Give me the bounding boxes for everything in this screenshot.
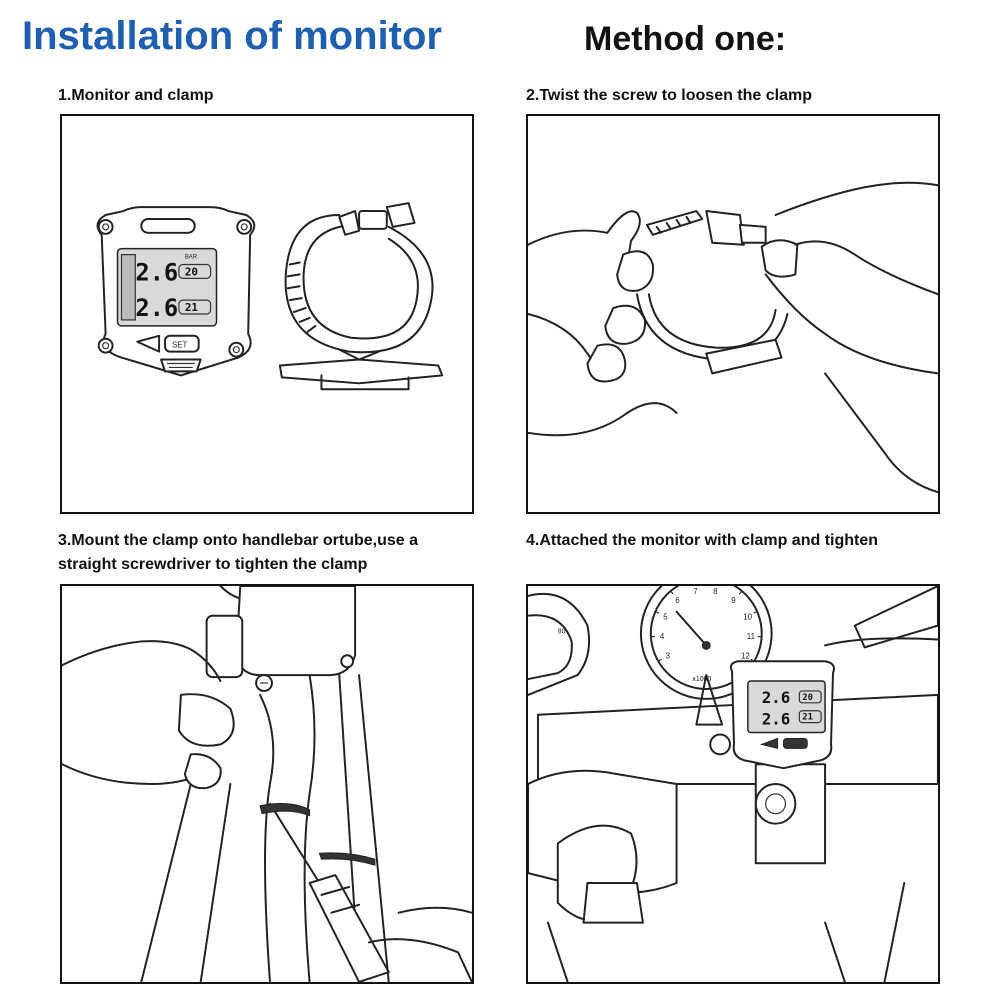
- tach-tick-label: 10: [743, 612, 752, 621]
- right-hand: [762, 183, 938, 492]
- step-1-label: 1.Monitor and clamp: [58, 84, 478, 108]
- handlebar-lever: [825, 586, 938, 647]
- tach-tick-label: 8: [713, 587, 718, 596]
- step-3-label: 3.Mount the clamp onto handlebar ortube,…: [58, 529, 478, 577]
- mounted-monitor-bottom-temp: 21: [802, 713, 813, 723]
- monitor-top-pressure: 2.6: [135, 258, 178, 286]
- tach-tick-label: 3: [666, 651, 671, 660]
- clamp-being-loosened: [637, 211, 787, 373]
- mounted-monitor-top-pressure: 2.6: [762, 688, 791, 707]
- tach-tick-label: 6: [675, 596, 680, 605]
- cable-ties: [260, 804, 375, 866]
- page-title: Installation of monitor: [22, 14, 442, 59]
- monitor-bottom-temp: 21: [185, 301, 199, 314]
- mounted-monitor: 2.6 2.6 20 21: [731, 661, 834, 768]
- monitor-device: 2.6 2.6 BAR 20 21 SET: [98, 207, 255, 375]
- step-2-label: 2.Twist the screw to loosen the clamp: [526, 84, 946, 108]
- monitor-bottom-pressure: 2.6: [135, 294, 178, 322]
- method-heading: Method one:: [584, 20, 786, 59]
- panel-monitor-and-clamp: 2.6 2.6 BAR 20 21 SET: [60, 114, 474, 514]
- left-hand: [528, 211, 677, 435]
- monitor-set-label: SET: [172, 341, 188, 350]
- loosen-clamp-illustration: [528, 116, 938, 512]
- panel-loosen-clamp: [526, 114, 940, 514]
- screwdriver: [270, 804, 472, 982]
- monitor-unit-label: BAR: [185, 255, 198, 261]
- tach-tick-label: 4: [660, 632, 665, 641]
- mounted-monitor-bottom-pressure: 2.6: [762, 710, 791, 729]
- step-4-label: 4.Attached the monitor with clamp and ti…: [526, 529, 946, 553]
- tach-tick-label: 5: [663, 612, 668, 621]
- mount-clamp-illustration: [62, 586, 472, 982]
- monitor-top-temp: 20: [185, 265, 198, 278]
- tach-tick-label: 11: [747, 632, 756, 641]
- hand-holding-clamp: [62, 641, 234, 788]
- mounted-monitor-top-temp: 20: [802, 693, 813, 703]
- tach-tick-label: 9: [731, 596, 736, 605]
- monitor-and-clamp-illustration: 2.6 2.6 BAR 20 21 SET: [62, 116, 472, 512]
- hose-clamp: [280, 203, 442, 389]
- tach-tick-label: 7: [693, 587, 697, 596]
- speedometer-left: 80: [528, 594, 589, 695]
- panel-mount-clamp: [60, 584, 474, 984]
- left-gauge-mark: 80: [558, 629, 566, 636]
- tach-tick-label: 12: [741, 651, 750, 660]
